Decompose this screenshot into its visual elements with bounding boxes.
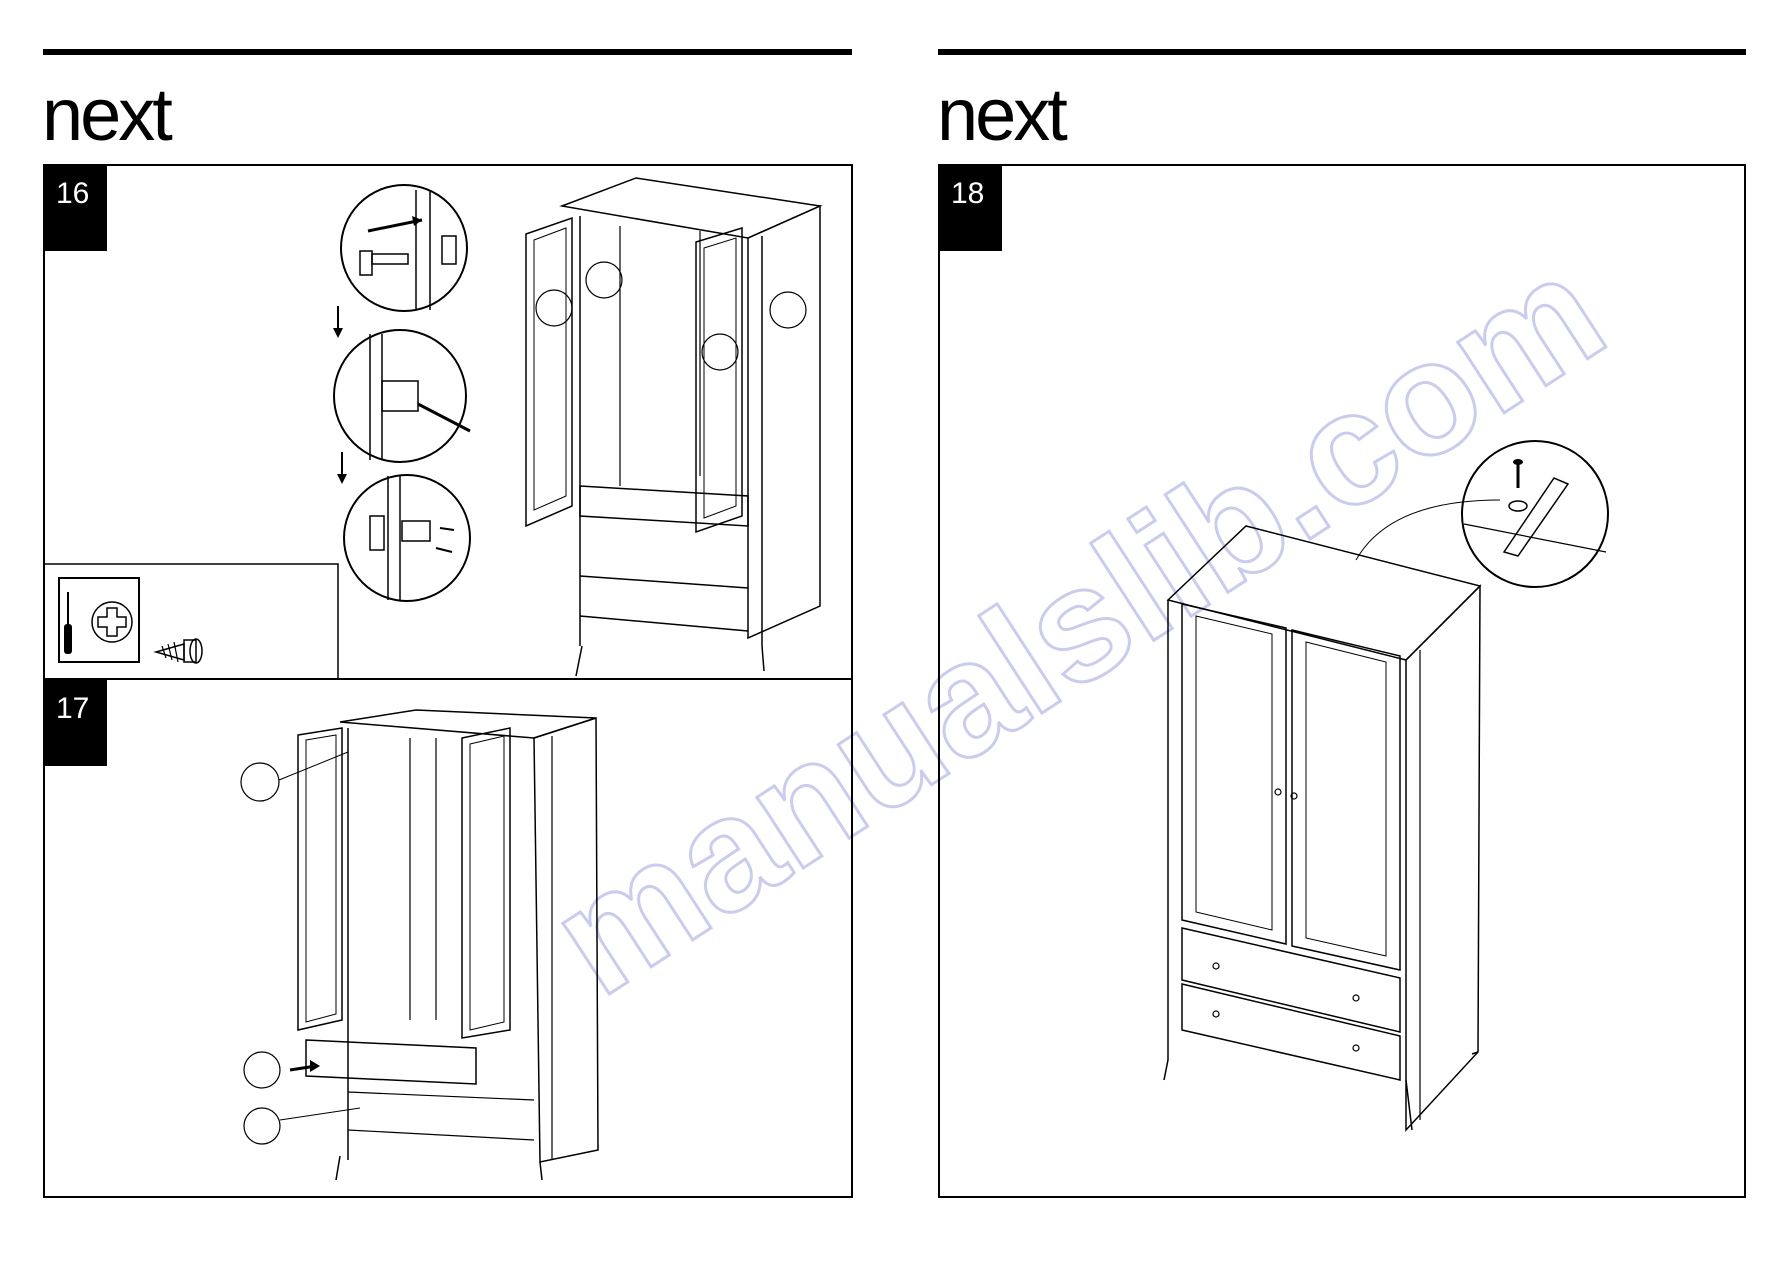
step-number-badge: 18 (939, 165, 1002, 251)
step-number-badge: 17 (44, 680, 107, 766)
wardrobe-illustration-step18 (1160, 520, 1480, 1130)
brand-logo-right: next (937, 78, 1065, 152)
wardrobe-illustration-step16 (520, 176, 830, 676)
phillips-cross-icon (92, 602, 132, 642)
screw-icon (156, 639, 202, 663)
step-number-badge: 16 (44, 165, 107, 251)
tools-required-box (44, 562, 340, 680)
hinge-detail-1 (341, 185, 467, 311)
brand-logo-left: next (42, 78, 170, 152)
screwdriver-icon (64, 592, 72, 654)
top-rule-right (938, 49, 1746, 55)
top-rule-left (43, 49, 852, 55)
wardrobe-illustration-step17 (240, 700, 610, 1180)
hinge-detail-sequence (330, 176, 480, 616)
hinge-detail-2 (333, 306, 470, 462)
hinge-detail-3 (337, 452, 470, 601)
